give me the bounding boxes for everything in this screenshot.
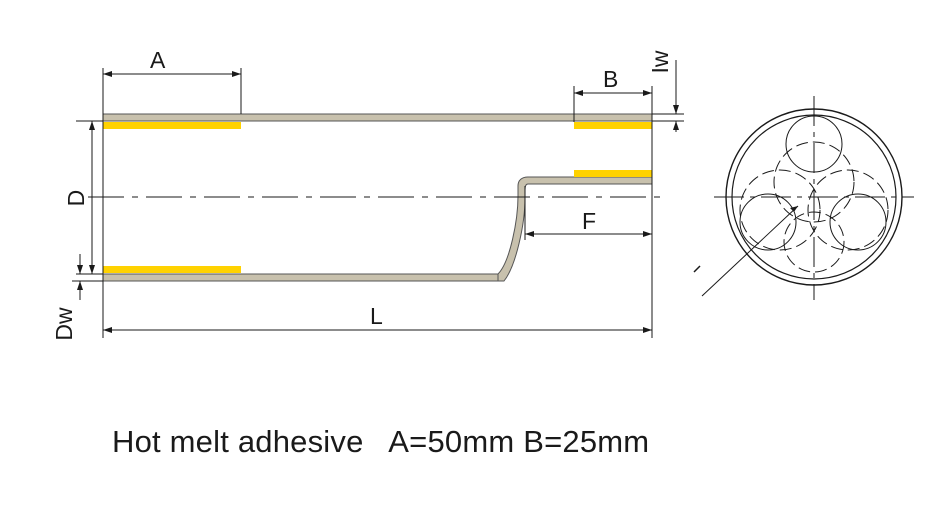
caption-dim-a: A=50mm	[388, 424, 515, 459]
dim-label-l: L	[370, 303, 383, 329]
dim-label-d: D	[63, 190, 89, 207]
end-view-cross-section	[693, 96, 914, 300]
end-view-outer-ring	[725, 108, 903, 286]
tube-branch-transition	[497, 176, 653, 282]
dim-label-a: A	[150, 47, 166, 73]
end-view-inner-ring	[731, 114, 897, 280]
caption-dim-b: B=25mm	[523, 424, 650, 459]
tube-top-wall	[102, 113, 653, 122]
adhesive-layers	[103, 122, 652, 273]
caption-material: Hot melt adhesive	[112, 424, 364, 459]
adhesive-bottom-left	[103, 266, 241, 273]
end-view-branch-top	[785, 115, 843, 173]
dimension-lines	[72, 60, 684, 338]
end-view-branch-right	[829, 193, 887, 251]
dim-label-iw: Iw	[647, 50, 673, 73]
end-view-leader-line	[701, 205, 799, 297]
dim-label-f: F	[582, 208, 596, 234]
end-view-branch-left	[739, 193, 797, 251]
dimension-arrows	[77, 71, 679, 333]
adhesive-branch-right	[574, 170, 652, 177]
dim-label-dw: Dw	[51, 307, 77, 341]
adhesive-top-left	[103, 122, 241, 129]
end-view-leader-tick	[693, 265, 701, 273]
dim-label-b: B	[603, 66, 618, 92]
adhesive-top-right	[574, 122, 652, 129]
caption: Hot melt adhesive A=50mm B=25mm	[112, 424, 649, 460]
tube-bottom-wall	[102, 273, 501, 282]
end-view-leader-arrow	[790, 206, 798, 212]
